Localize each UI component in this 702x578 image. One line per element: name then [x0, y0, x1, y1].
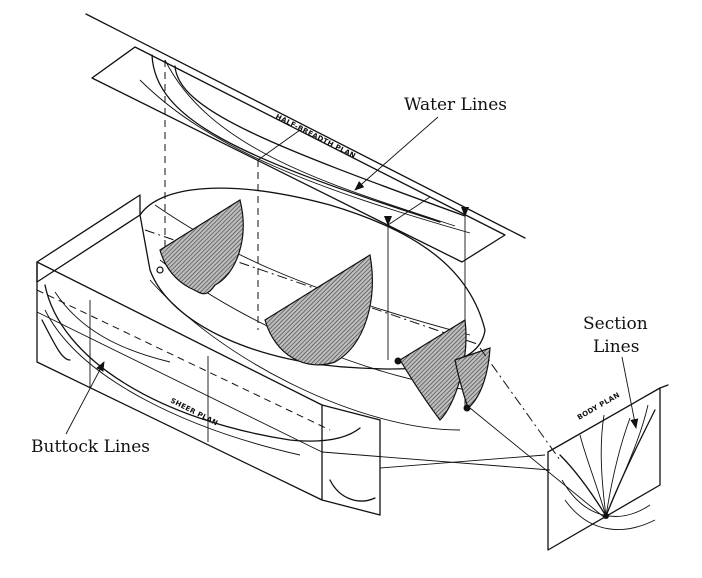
section-lines-label-line1: Section	[583, 314, 648, 334]
hull	[139, 187, 491, 431]
body-plan: BODY PLAN	[547, 384, 669, 551]
buttock-lines-label: Buttock Lines	[31, 437, 150, 457]
body-plan-title: BODY PLAN	[576, 391, 621, 422]
section-lines-label-line2: Lines	[593, 337, 639, 357]
section-mid-shaded	[264, 254, 373, 366]
half-breadth-plan: HALF-BREADTH PLAN	[85, 13, 526, 263]
section-fwd1-shaded	[399, 319, 467, 421]
callouts: Water Lines Section Lines Buttock Lines	[31, 95, 648, 457]
half-breadth-plan-title: HALF-BREADTH PLAN	[274, 113, 357, 161]
connector-lines	[321, 347, 606, 519]
water-lines-label: Water Lines	[404, 95, 507, 115]
section-aft-shaded	[159, 199, 244, 295]
